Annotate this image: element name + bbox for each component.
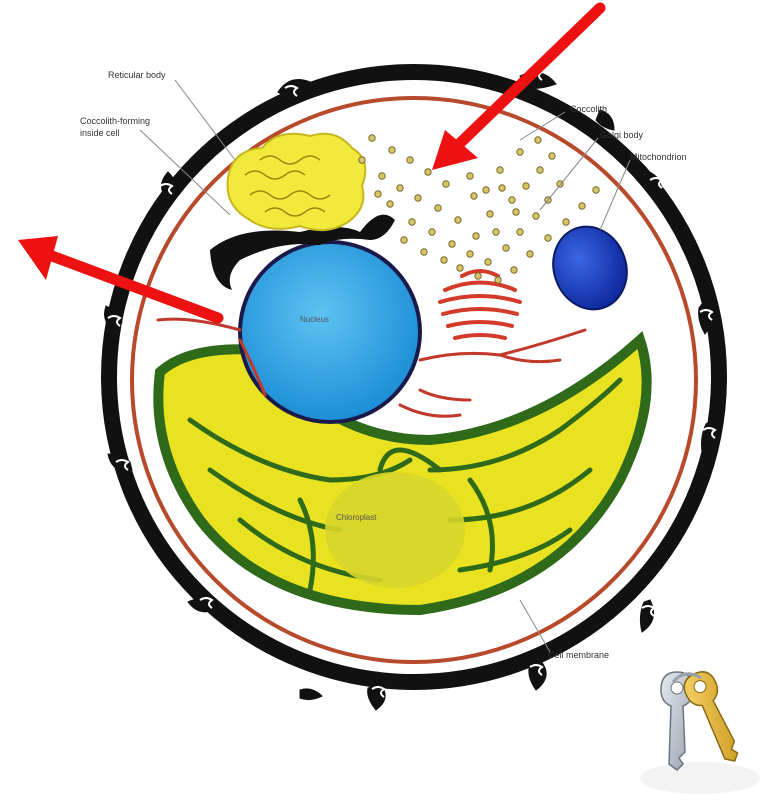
- coccolith-dot: [503, 245, 509, 251]
- label-reticular-body: Reticular body: [108, 70, 166, 80]
- coccolith-dot: [523, 183, 529, 189]
- coccolith-dot: [401, 237, 407, 243]
- coccolith-dot: [473, 233, 479, 239]
- coccolith-dot: [441, 257, 447, 263]
- coccolith-dot: [443, 181, 449, 187]
- coccolith-dot: [493, 229, 499, 235]
- label-coccolith: Coccolith: [570, 104, 607, 114]
- label-cell-membrane: Cell membrane: [548, 650, 609, 660]
- coccolith-dot: [435, 205, 441, 211]
- coccolith-dot: [425, 169, 431, 175]
- coccolith-dot: [369, 135, 375, 141]
- label-nucleus: Nucleus: [300, 315, 329, 324]
- label-golgi-body: Golgi body: [600, 130, 644, 140]
- coccolith-dot: [415, 195, 421, 201]
- coccolith-dot: [527, 251, 533, 257]
- coccolith-dot: [471, 193, 477, 199]
- coccolith-dot: [549, 153, 555, 159]
- coccolith-dot: [593, 187, 599, 193]
- coccolith-dot: [379, 173, 385, 179]
- coccolith-dot: [497, 167, 503, 173]
- coccolith-dot: [537, 167, 543, 173]
- coccolith-dot: [513, 209, 519, 215]
- coccolith-dot: [563, 219, 569, 225]
- coccolith-dot: [467, 173, 473, 179]
- label-coccolith-forming-2: inside cell: [80, 128, 120, 138]
- coccolith-dot: [375, 191, 381, 197]
- coccolith-dot: [517, 229, 523, 235]
- coccolith-dot: [517, 149, 523, 155]
- coccolith-dot: [475, 273, 481, 279]
- coccolith-dot: [535, 137, 541, 143]
- coccolith-dot: [429, 229, 435, 235]
- coccolith-dot: [407, 157, 413, 163]
- coccolith-dot: [467, 251, 473, 257]
- label-chloroplast: Chloroplast: [336, 513, 377, 522]
- coccolith-dot: [485, 259, 491, 265]
- coccolith-dot: [359, 157, 365, 163]
- coccolith-dot: [421, 249, 427, 255]
- coccolith-dot: [389, 147, 395, 153]
- coccolith-dot: [457, 265, 463, 271]
- coccolith-dot: [509, 197, 515, 203]
- coccolith-dot: [487, 211, 493, 217]
- coccolith-dot: [483, 187, 489, 193]
- coccolith-dot: [545, 235, 551, 241]
- coccolith-dot: [409, 219, 415, 225]
- coccolith-dot: [387, 201, 393, 207]
- coccolith-dot: [499, 185, 505, 191]
- reticular-body: [227, 134, 365, 230]
- coccolith-dot: [511, 267, 517, 273]
- nucleus: [240, 242, 420, 422]
- label-mitochondrion: Mitochondrion: [630, 152, 687, 162]
- coccolith-dot: [495, 277, 501, 283]
- label-coccolith-forming: Coccolith-forming: [80, 116, 150, 126]
- keys-icon: [640, 667, 760, 794]
- coccolith-dot: [579, 203, 585, 209]
- coccolith-dot: [449, 241, 455, 247]
- coccolith-dot: [397, 185, 403, 191]
- coccolith-dot: [533, 213, 539, 219]
- coccolith-dot: [455, 217, 461, 223]
